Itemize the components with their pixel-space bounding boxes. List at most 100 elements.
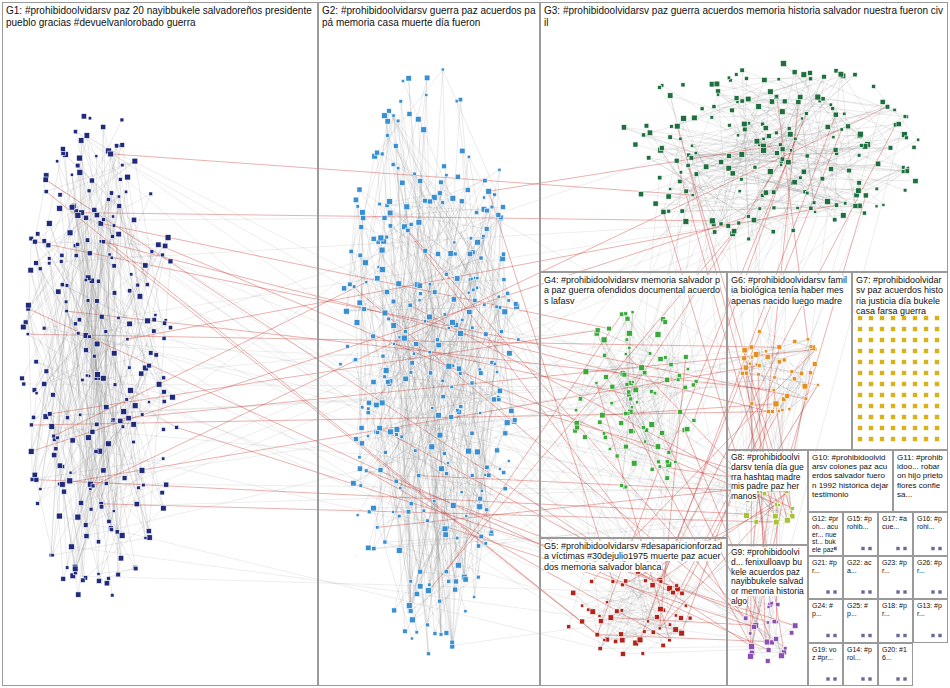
vertex-square [383, 375, 387, 379]
vertex-square [470, 473, 474, 477]
vertex-square [356, 514, 359, 517]
vertex-square [419, 292, 423, 296]
vertex-square [132, 440, 136, 444]
vertex-square [56, 513, 62, 519]
vertex-square [391, 299, 396, 304]
vertex-square [418, 178, 423, 183]
vertex-square [111, 418, 116, 423]
vertex-square [354, 320, 360, 326]
vertex-square [357, 300, 363, 306]
vertex-square [348, 282, 352, 286]
vertex-square [118, 555, 124, 561]
vertex-square [382, 215, 387, 220]
vertex-square [108, 151, 114, 157]
vertex-square [79, 500, 84, 505]
vertex-square [487, 473, 492, 478]
vertex-square [406, 509, 411, 514]
vertex-square [395, 433, 399, 437]
tie-line [101, 223, 609, 328]
vertex-square [380, 152, 384, 156]
vertex-square [467, 309, 472, 314]
vertex-square [469, 237, 473, 241]
vertex-square [470, 381, 474, 385]
vertex-square [413, 172, 416, 175]
tie-line [119, 318, 173, 397]
tie-line [629, 95, 718, 334]
vertex-square [463, 577, 468, 582]
vertex-square [361, 406, 364, 409]
vertex-square [94, 422, 99, 427]
vertex-square [65, 309, 68, 312]
vertex-square [112, 510, 115, 513]
vertex-square [468, 278, 472, 282]
vertex-square [409, 617, 415, 623]
tie-line [31, 216, 748, 451]
vertex-square [397, 514, 401, 518]
vertex-square [96, 578, 101, 583]
vertex-square [65, 284, 69, 288]
vertex-square [96, 279, 100, 283]
vertex-square [423, 248, 428, 253]
vertex-square [388, 224, 393, 229]
vertex-square [94, 449, 98, 453]
tie-line [87, 136, 123, 427]
vertex-square [478, 496, 483, 501]
vertex-square [121, 409, 127, 415]
vertex-square [357, 466, 362, 471]
vertex-square [513, 302, 518, 307]
tie-line [448, 527, 754, 627]
tie-line [117, 442, 133, 532]
tie-line [362, 174, 414, 407]
tie-line [61, 261, 94, 356]
vertex-square [120, 143, 125, 148]
vertex-square [375, 276, 380, 281]
vertex-square [112, 224, 116, 228]
vertex-square [459, 405, 463, 409]
tie-line [49, 223, 149, 531]
tie-line [626, 110, 895, 414]
tie-line [505, 433, 658, 462]
tie-line [681, 172, 884, 205]
vertex-square [422, 509, 425, 512]
vertex-square [44, 190, 48, 194]
vertex-square [83, 523, 88, 528]
vertex-square [511, 419, 516, 424]
tie-line [54, 282, 367, 436]
vertex-square [351, 481, 357, 487]
vertex-square [114, 144, 118, 148]
vertex-square [415, 631, 418, 634]
tie-line [469, 297, 499, 451]
tie-line [114, 197, 119, 226]
tie-line [88, 240, 171, 327]
tie-line [427, 102, 772, 521]
tie-line [440, 307, 500, 435]
vertex-square [77, 317, 82, 322]
vertex-square [490, 205, 494, 209]
tie-line [106, 483, 788, 492]
vertex-square [38, 267, 42, 271]
vertex-square [450, 640, 454, 644]
tie-line [127, 124, 762, 339]
vertex-square [365, 281, 368, 284]
tie-line [46, 192, 604, 640]
vertex-square [447, 579, 451, 583]
vertex-square [79, 413, 82, 416]
vertex-square [493, 193, 497, 197]
tie-line [670, 126, 849, 640]
vertex-square [437, 191, 442, 196]
vertex-square [149, 351, 153, 355]
tie-line [408, 230, 746, 618]
tie-line [374, 538, 457, 549]
vertex-square [56, 160, 59, 163]
vertex-square [32, 472, 37, 477]
vertex-square [99, 314, 104, 319]
vertex-square [97, 572, 100, 575]
tie-line [676, 385, 818, 615]
vertex-square [465, 515, 468, 518]
tie-line [134, 218, 385, 220]
vertex-square [60, 146, 65, 151]
tie-line [760, 134, 790, 144]
vertex-square [418, 584, 423, 589]
vertex-square [367, 407, 370, 410]
vertex-square [99, 504, 104, 509]
